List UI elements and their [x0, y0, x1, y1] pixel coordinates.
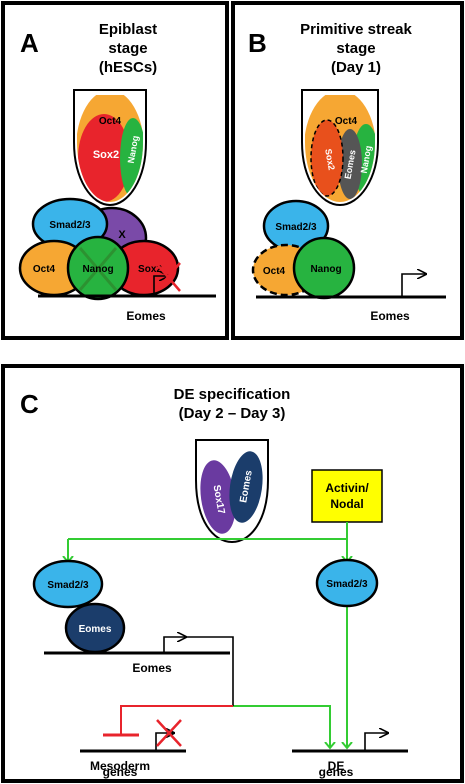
smad-protein-c-left	[32, 559, 104, 609]
embryo-a-nanog-label: Nanog	[126, 135, 141, 164]
panel-b-title-line2: stage	[336, 40, 375, 57]
smad-right-label: Smad2/3	[326, 579, 368, 590]
panel-b-title-line1: Primitive streak	[300, 21, 412, 38]
complex-a-sox2-label: Sox2	[138, 264, 162, 275]
de-line1: DE	[328, 759, 345, 773]
embryo-b-nanog-label: Nanog	[359, 145, 374, 174]
tss-arrow-b	[401, 274, 426, 297]
sox2-domain-a	[78, 114, 130, 202]
embryo-a: Oct4 Sox2 Nanog	[73, 89, 147, 207]
panel-b: B Primitive streak stage (Day 1) Oct4 So…	[231, 1, 464, 340]
blocked-cross-a	[155, 262, 181, 292]
mesoderm-line1: Mesoderm	[90, 759, 150, 773]
eomes-protein-label: Eomes	[79, 624, 112, 635]
mesoderm-repression-line	[120, 705, 233, 735]
sox2-domain-b	[310, 119, 344, 197]
eomes-domain-c	[229, 451, 263, 523]
complex-b-smad-label: Smad2/3	[275, 222, 317, 233]
eomes-gene-label: Eomes	[132, 661, 172, 675]
complex-a-x-label: X	[118, 229, 126, 241]
activin-line1: Activin/	[325, 481, 369, 495]
complex-b-oct4-label: Oct4	[263, 266, 286, 277]
embryo-c-sox17-label: Sox17	[210, 484, 226, 515]
embryo-a-oct4-label: Oct4	[99, 116, 122, 127]
tss-arrow-a	[153, 276, 168, 296]
panel-b-title-line3: (Day 1)	[331, 59, 381, 76]
embryo-a-sox2-label: Sox2	[93, 149, 119, 161]
panel-a-letter: A	[20, 28, 39, 58]
activin-nodal-box	[311, 469, 383, 523]
panel-a-title-line2: stage	[108, 40, 147, 57]
complex-b: Smad2/3 Oct4 Nanog	[251, 199, 356, 300]
embryo-b: Oct4 Sox2 Eomes Nanog	[301, 89, 379, 207]
smad-left-label: Smad2/3	[47, 580, 89, 591]
mesoderm-blocked-cross	[156, 719, 182, 747]
complex-a-nanog-label: Nanog	[82, 264, 113, 275]
embryo-b-oct4-label: Oct4	[335, 116, 358, 127]
de-line2: genes	[319, 765, 354, 779]
panel-a-title-line3: (hESCs)	[99, 59, 157, 76]
panel-c: C DE specification (Day 2 – Day 3) Sox17…	[1, 364, 464, 783]
panel-a-title-line1: Epiblast	[99, 21, 157, 38]
activation-arrows	[68, 522, 347, 748]
gene-a-label: Eomes	[126, 309, 166, 323]
sox17-domain-c	[200, 460, 236, 534]
panel-c-title-line2: (Day 2 – Day 3)	[179, 405, 286, 422]
complex-a-oct4-label: Oct4	[33, 264, 56, 275]
nanog-cross-a	[78, 247, 118, 291]
de-tss-arrow	[364, 733, 388, 751]
eomes-to-de-arrow	[233, 705, 330, 748]
complex-b-nanog-label: Nanog	[310, 264, 341, 275]
panel-c-title-line1: DE specification	[174, 386, 291, 403]
mesoderm-line2: genes	[103, 765, 138, 779]
embryo-c: Sox17 Eomes	[195, 439, 269, 544]
eomes-domain-b	[338, 129, 362, 199]
panel-b-letter: B	[248, 28, 267, 58]
eomes-gene-tss-arrow	[163, 637, 186, 653]
smad-protein-c-right	[315, 558, 379, 608]
panel-c-letter: C	[20, 389, 39, 419]
embryo-b-sox2-label: Sox2	[323, 148, 337, 171]
complex-a-smad-label: Smad2/3	[49, 220, 91, 231]
activin-line2: Nodal	[330, 497, 363, 511]
panel-a: A Epiblast stage (hESCs) Oct4 Sox2 Nanog…	[1, 1, 229, 340]
gene-b-label: Eomes	[370, 309, 410, 323]
eomes-output-bracket	[186, 636, 234, 706]
